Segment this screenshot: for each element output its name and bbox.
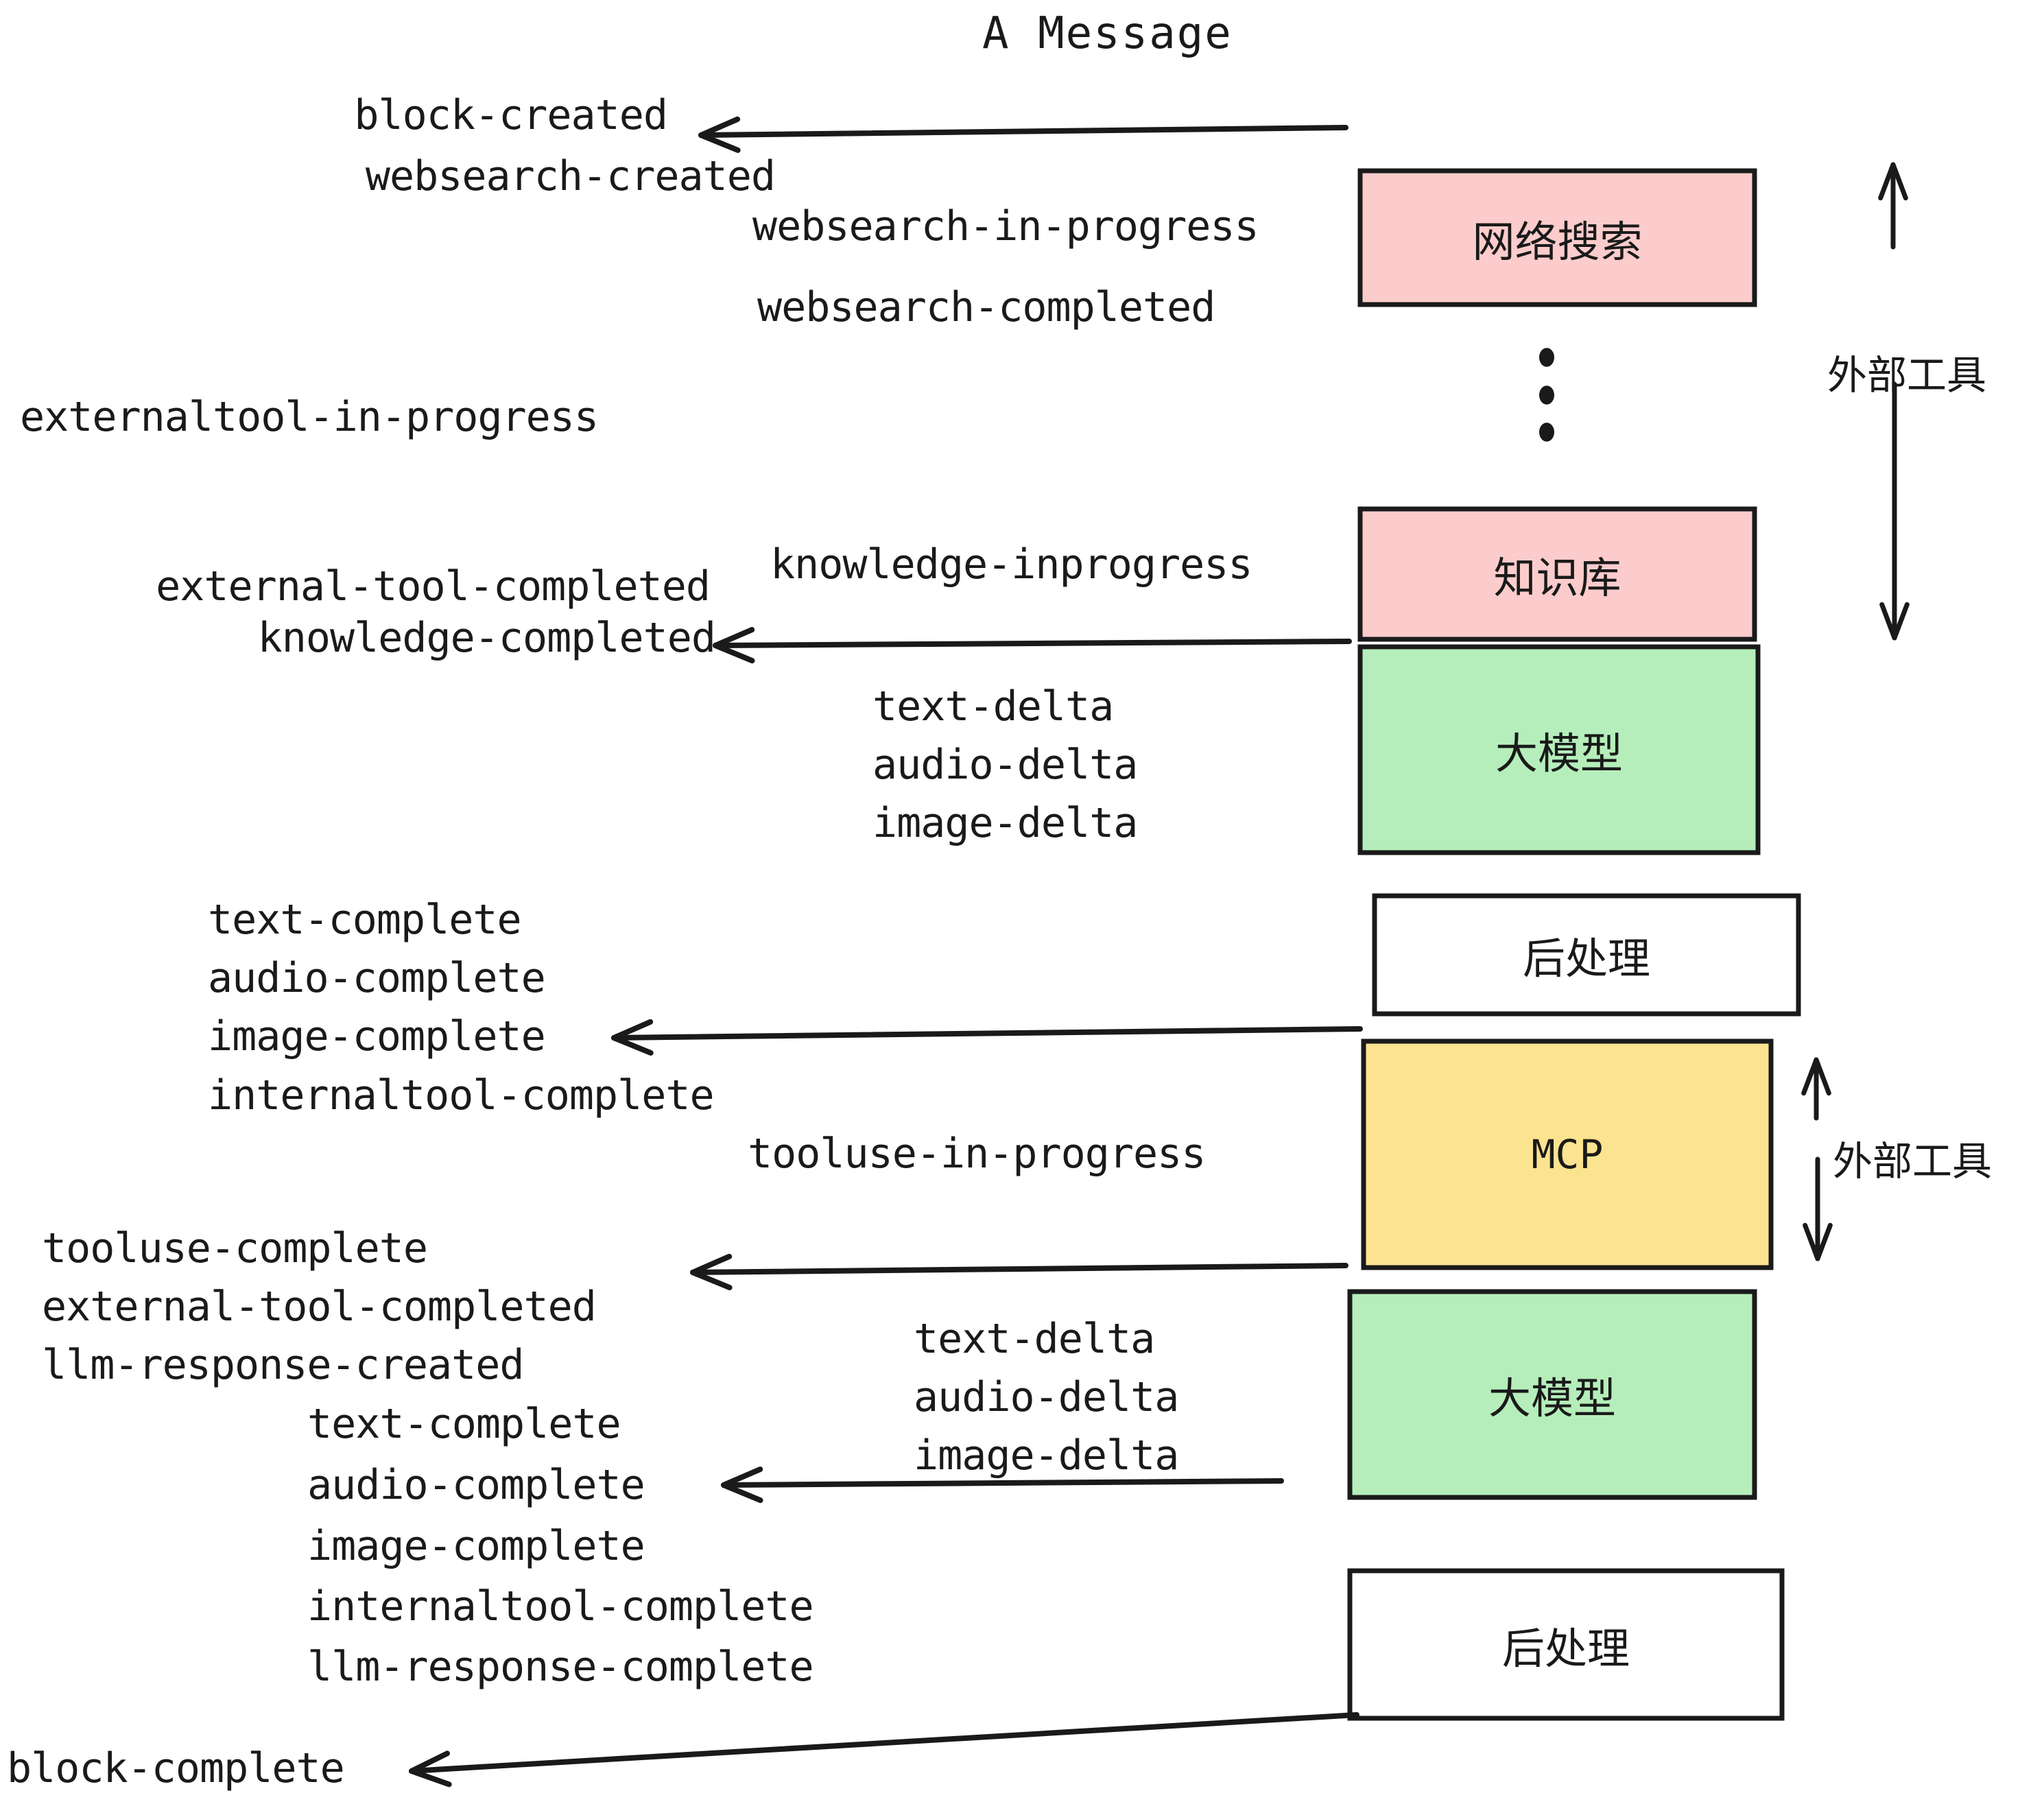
event-label-image-complete-1: image-complete [208,1012,546,1060]
event-label-websearch-in-progress: websearch-in-progress [752,202,1259,250]
side-label-external-tools-top: 外部工具 [1827,352,1987,399]
event-label-audio-delta-2: audio-delta [914,1373,1179,1421]
event-label-image-delta-1: image-delta [872,799,1138,847]
side-arrow-external-tools-mcp-down [1803,1156,1833,1261]
box-llm-2 [1347,1289,1757,1500]
event-label-knowledge-inprogress: knowledge-inprogress [770,541,1252,589]
arrow-image-complete-arrow [611,1019,1363,1056]
event-label-tooluse-complete: tooluse-complete [42,1224,428,1272]
side-arrow-external-tools-top-up [1878,162,1908,250]
arrow-block-created-arrow [698,116,1348,153]
box-label-post-1: 后处理 [1522,934,1651,984]
box-label-llm-1: 大模型 [1495,728,1624,779]
box-llm-1 [1357,644,1761,855]
event-label-block-complete: block-complete [7,1744,345,1792]
box-label-post-2: 后处理 [1501,1623,1630,1674]
side-arrow-external-tools-mcp-up [1801,1057,1831,1121]
box-websearch [1357,168,1757,307]
box-mcp [1361,1039,1774,1270]
event-label-external-tool-completed-1: external-tool-completed [156,562,711,610]
box-label-mcp: MCP [1531,1131,1604,1178]
side-arrows-layer [1801,162,1910,1261]
arrow-block-complete-arrow [409,1712,1359,1788]
ellipsis-dot-3 [1539,423,1554,442]
side-arrow-external-tools-top-down [1879,381,1910,641]
event-label-audio-complete-2: audio-complete [307,1461,645,1509]
box-label-websearch: 网络搜索 [1472,216,1643,267]
event-label-internaltool-complete-1: internaltool-complete [208,1071,715,1119]
event-label-text-complete-2: text-complete [307,1400,621,1448]
event-label-external-tool-completed-2: external-tool-completed [42,1283,597,1331]
event-label-text-delta-1: text-delta [872,683,1114,731]
arrow-audio-complete-arrow [721,1467,1284,1504]
event-label-block-created: block-created [354,91,668,139]
box-post-2 [1347,1568,1785,1721]
box-label-knowledge: 知识库 [1493,553,1621,603]
event-label-websearch-created: websearch-created [365,152,776,200]
event-label-image-delta-2: image-delta [914,1432,1179,1480]
ellipsis-dot-2 [1539,385,1554,405]
event-label-tooluse-in-progress: tooluse-in-progress [748,1130,1206,1178]
box-post-1 [1372,893,1801,1017]
arrow-tooluse-complete-arrow [690,1253,1348,1291]
side-label-external-tools-mcp: 外部工具 [1833,1138,1993,1185]
ellipsis-dot-1 [1539,348,1554,367]
event-label-audio-delta-1: audio-delta [872,741,1138,789]
event-label-text-delta-2: text-delta [914,1315,1155,1363]
event-label-internaltool-complete-2: internaltool-complete [307,1582,814,1630]
arrows-layer [409,116,1363,1788]
event-label-websearch-completed: websearch-completed [757,283,1215,331]
event-label-audio-complete-1: audio-complete [208,954,546,1002]
boxes-layer [1347,168,1801,1721]
box-knowledge [1357,506,1757,642]
event-label-llm-response-created: llm-response-created [42,1341,524,1389]
event-label-text-complete-1: text-complete [208,896,522,944]
event-label-image-complete-2: image-complete [307,1522,645,1570]
ellipsis-dots [1539,348,1554,442]
event-label-llm-response-complete: llm-response-complete [307,1643,814,1691]
event-label-externaltool-in-progress: externaltool-in-progress [20,393,599,441]
page-title: A Message [982,8,1233,59]
arrow-knowledge-completed-arrow [713,627,1352,664]
event-label-knowledge-completed: knowledge-completed [257,614,716,662]
box-label-llm-2: 大模型 [1488,1373,1617,1423]
